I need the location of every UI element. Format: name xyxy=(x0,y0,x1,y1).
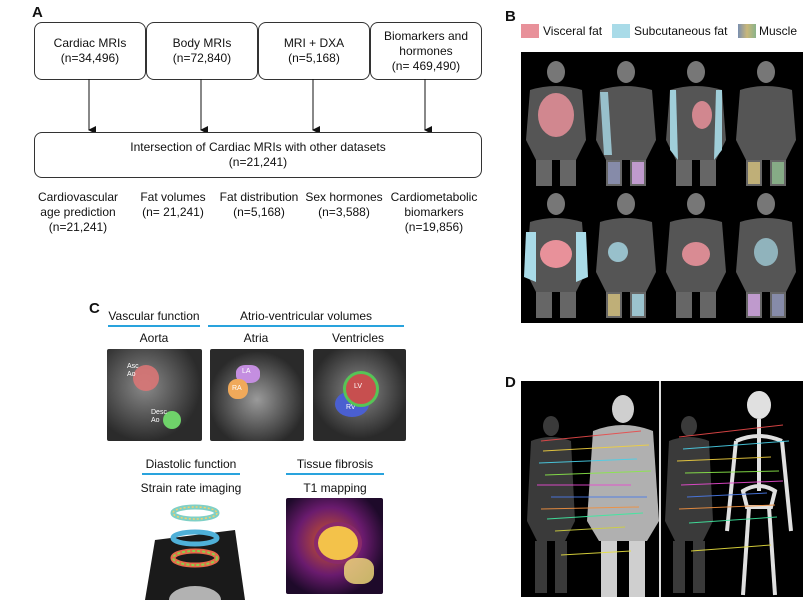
tissue-fibrosis-heading: Tissue fibrosis xyxy=(286,457,384,475)
body-mri-grid xyxy=(521,52,803,323)
legend-muscle-swatch xyxy=(738,24,756,38)
output-sex-hormones: Sex hormones (n=3,588) xyxy=(305,190,383,219)
panel-c-letter: C xyxy=(89,300,100,317)
la-label: LA xyxy=(242,368,251,375)
source-cardiac-mri-box: Cardiac MRIs (n=34,496) xyxy=(34,22,146,80)
t1-mapping-label: T1 mapping xyxy=(303,481,367,495)
atrio-ventricular-heading: Atrio-ventricular volumes xyxy=(208,309,404,327)
ventricles-label: Ventricles xyxy=(331,331,385,345)
t1-mapping-image xyxy=(286,498,383,594)
legend-visceral-swatch xyxy=(521,24,539,38)
legend-muscle-label: Muscle xyxy=(759,24,798,38)
strain-rate-label: Strain rate imaging xyxy=(140,481,242,495)
registration-figure xyxy=(527,381,793,597)
diastolic-function-heading: Diastolic function xyxy=(142,457,240,475)
ventricles-mri-image: RV LV xyxy=(313,349,406,441)
source-biomarkers-box: Biomarkers and hormones (n= 469,490) xyxy=(370,22,482,80)
left-atrium-mask xyxy=(236,365,260,383)
source-mri-dxa-box: MRI + DXA (n=5,168) xyxy=(258,22,370,80)
right-atrium-mask xyxy=(228,379,248,399)
ascending-aorta-mask xyxy=(133,365,159,391)
intersection-box: Intersection of Cardiac MRIs with other … xyxy=(34,132,482,178)
panel-a-letter: A xyxy=(32,4,43,21)
left-ventricle-mask xyxy=(343,371,379,407)
asc-ao-label: Asc Ao xyxy=(127,363,139,378)
desc-ao-label: Desc Ao xyxy=(151,409,167,424)
vascular-function-heading: Vascular function xyxy=(108,309,200,327)
output-fat-distribution: Fat distribution (n=5,168) xyxy=(219,190,299,219)
lv-label: LV xyxy=(354,383,363,390)
legend-visceral-label: Visceral fat xyxy=(543,24,603,38)
flow-arrows xyxy=(88,79,432,134)
output-cardiovascular-age: Cardiovascular age prediction (n=21,241) xyxy=(37,190,119,234)
rv-label: RV xyxy=(346,404,356,411)
panel-d-letter: D xyxy=(505,374,516,391)
ra-label: RA xyxy=(232,385,242,392)
aorta-mri-image: Asc Ao Desc Ao xyxy=(107,349,202,441)
myocardium-ring xyxy=(314,522,362,564)
atria-label: Atria xyxy=(243,331,269,345)
atria-mri-image: LA RA xyxy=(210,349,304,441)
legend-subcutaneous-label: Subcutaneous fat xyxy=(634,24,728,38)
blood-pool xyxy=(344,558,374,584)
descending-aorta-mask xyxy=(163,411,181,429)
output-cardiometabolic: Cardiometabolic biomarkers (n=19,856) xyxy=(390,190,478,234)
output-fat-volumes: Fat volumes (n= 21,241) xyxy=(140,190,206,219)
body-mri-figures xyxy=(524,61,796,318)
panel-b-letter: B xyxy=(505,8,516,25)
aorta-label: Aorta xyxy=(139,331,169,345)
legend-subcutaneous-swatch xyxy=(612,24,630,38)
source-body-mri-box: Body MRIs (n=72,840) xyxy=(146,22,258,80)
strain-rate-image xyxy=(145,504,245,600)
dxa-mri-registration xyxy=(521,381,803,597)
